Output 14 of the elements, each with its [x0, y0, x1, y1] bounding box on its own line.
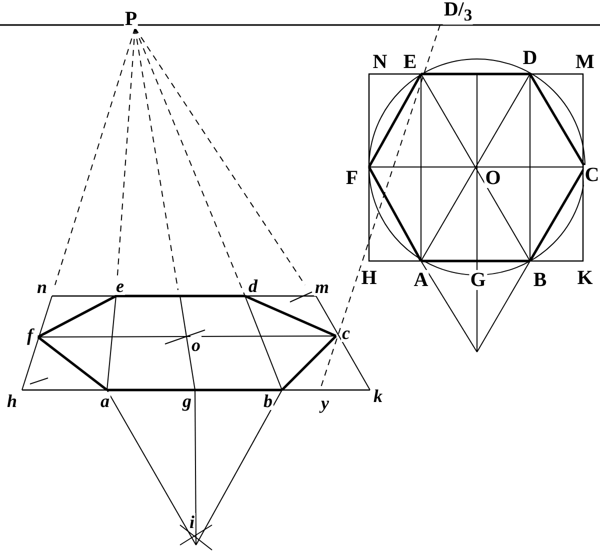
point-label: D/$_{3}$	[442, 0, 474, 24]
point-label: a	[100, 392, 110, 410]
point-label: i	[188, 513, 196, 531]
point-label: b	[262, 392, 274, 410]
point-label: d	[248, 277, 258, 295]
point-label: C	[584, 165, 600, 185]
point-label: G	[469, 270, 487, 290]
point-label: k	[372, 387, 384, 405]
point-label: h	[6, 392, 18, 410]
point-label: P	[124, 9, 138, 29]
point-label: O	[484, 168, 502, 188]
point-label: e	[115, 277, 125, 295]
point-label: o	[190, 336, 202, 354]
point-label: f	[26, 326, 34, 344]
